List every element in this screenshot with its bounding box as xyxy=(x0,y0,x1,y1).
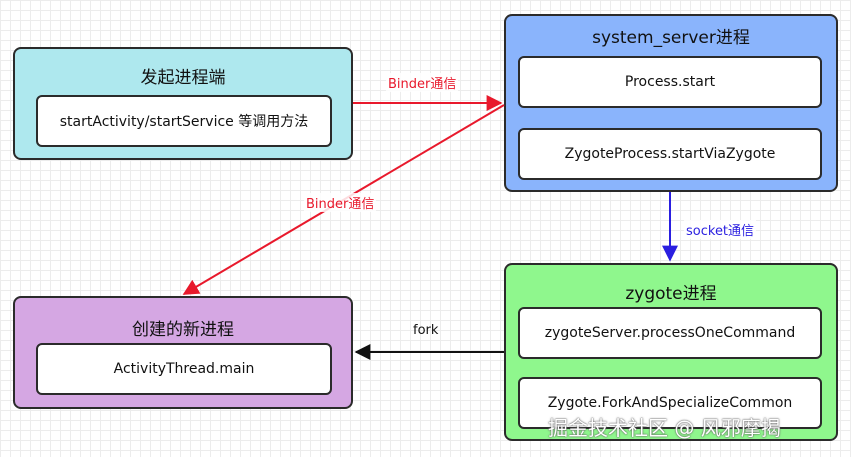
binder-label-top: Binder通信 xyxy=(386,73,459,92)
process-one-command-method-box: zygoteServer.processOneCommand xyxy=(518,307,822,359)
initiator-process-title: 发起进程端 xyxy=(140,68,226,88)
fork-label: fork xyxy=(413,323,439,338)
system-server-process-box: system_server进程 Process.start ZygoteProc… xyxy=(504,14,838,192)
socket-label: socket通信 xyxy=(684,220,757,239)
activity-thread-main-method-box: ActivityThread.main xyxy=(36,343,332,395)
fork-and-specialize-method-box: Zygote.ForkAndSpecializeCommon xyxy=(518,377,822,429)
watermark-text: 掘金技术社区 @ 风邪摩揭 xyxy=(548,416,781,440)
initiator-method-box: startActivity/startService 等调用方法 xyxy=(36,95,332,147)
start-via-zygote-method-box: ZygoteProcess.startViaZygote xyxy=(518,128,822,180)
zygote-process-title: zygote进程 xyxy=(625,284,717,304)
zygote-process-box: zygote进程 zygoteServer.processOneCommand … xyxy=(504,263,838,441)
new-process-title: 创建的新进程 xyxy=(132,320,234,340)
binder-label-diagonal: Binder通信 xyxy=(304,193,377,212)
system-server-process-title: system_server进程 xyxy=(592,28,750,48)
initiator-process-box: 发起进程端 startActivity/startService 等调用方法 xyxy=(13,47,353,160)
new-process-box: 创建的新进程 ActivityThread.main xyxy=(13,296,353,409)
process-start-method-box: Process.start xyxy=(518,56,822,108)
